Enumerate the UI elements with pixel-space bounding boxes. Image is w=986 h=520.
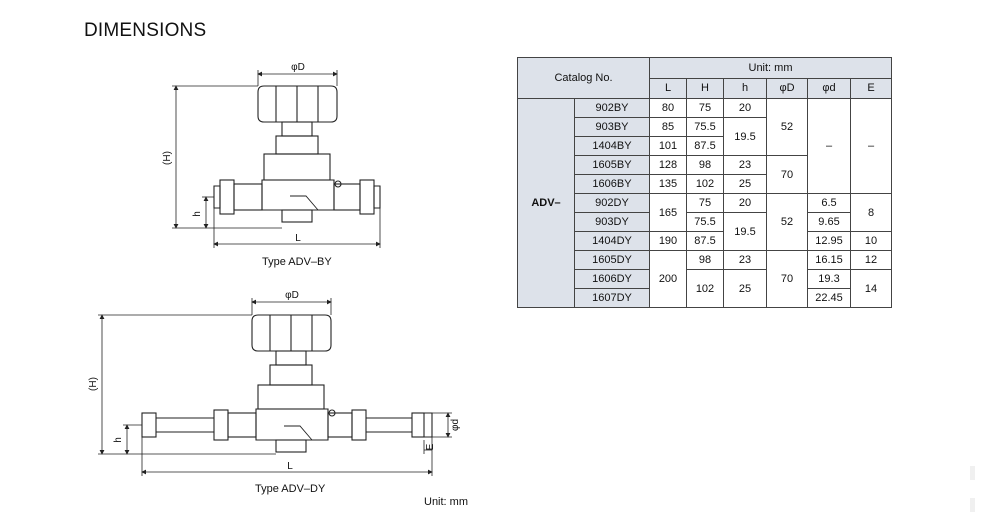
cell-H: 98 [686,155,724,175]
label-by-H: (H) [162,151,173,165]
caption-adv-by: Type ADV–BY [262,256,332,268]
valve-by [213,85,381,223]
cell-L: 101 [649,136,687,156]
col-header-L: L [649,77,687,99]
label-dy-D: φD [285,290,299,301]
unit-header: Unit: mm [649,57,892,79]
catalog-cell: 1605DY [574,250,650,270]
catalog-cell: 1404DY [574,231,650,251]
catalog-cell: 1606BY [574,174,650,194]
table-row: 903BY 85 75.5 19.5 [518,117,892,156]
catalog-cell: 902BY [574,98,650,118]
catalog-cell: 903DY [574,212,650,232]
label-by-D: φD [291,62,305,73]
cell-E: 10 [850,231,892,251]
cell-E: – [850,98,892,194]
cell-d: – [807,98,851,194]
label-dy-h: h [113,437,124,443]
cell-L: 190 [649,231,687,251]
catalog-cell: 1404BY [574,136,650,156]
cell-D: 70 [766,155,808,194]
table-row: 1404BY 101 87.5 [518,136,892,156]
group-label: ADV– [517,98,575,308]
cell-H: 87.5 [686,136,724,156]
cell-h: 25 [723,269,767,308]
label-by-h: h [192,211,203,217]
cell-D: 70 [766,250,808,308]
caption-adv-dy: Type ADV–DY [255,483,326,495]
cell-H: 87.5 [686,231,724,251]
cell-H: 75.5 [686,117,724,137]
label-dy-E: E [425,443,436,450]
cell-L: 165 [649,193,687,232]
dimensions-by [172,70,381,248]
cell-h: 23 [723,155,767,175]
col-header-D: φD [766,77,808,99]
label-dy-H: (H) [88,377,99,391]
cell-H: 75 [686,193,724,213]
cell-H: 98 [686,250,724,270]
cell-h: 19.5 [723,117,767,156]
cell-h: 23 [723,250,767,270]
cell-d: 19.3 [807,269,851,289]
edge-mark [970,466,975,480]
cell-L: 135 [649,174,687,194]
unit-note: Unit: mm [424,496,468,508]
page-title: DIMENSIONS [84,20,207,41]
col-header-h: h [723,77,767,99]
cell-h: 20 [723,193,767,213]
cell-E: 14 [850,269,892,308]
table-row: 1404DY 190 87.5 12.95 10 [518,231,892,251]
table-row: 902DY 165 75 20 52 6.5 8 [518,193,892,251]
cell-D: 52 [766,98,808,156]
cell-E: 8 [850,193,892,232]
cell-H: 75.5 [686,212,724,232]
catalog-cell: 902DY [574,193,650,213]
label-by-L: L [295,233,301,244]
cell-E: 12 [850,250,892,270]
cell-h: 19.5 [723,212,767,251]
catalog-header: Catalog No. [517,57,650,99]
table-row: 1605DY 200 98 23 70 16.15 12 [518,250,892,308]
table-row: ADV– 902BY 80 75 20 52 – – [517,98,892,308]
cell-d: 9.65 [807,212,851,232]
cell-H: 75 [686,98,724,118]
catalog-cell: 1607DY [574,288,650,308]
cell-d: 6.5 [807,193,851,213]
spec-table: Catalog No. Unit: mm L H h φD φd E ADV– … [517,57,892,308]
table-row: 1607DY 22.45 [518,288,892,308]
valve-dy [141,314,433,453]
cell-h: 25 [723,174,767,194]
catalog-cell: 1605BY [574,155,650,175]
cell-d: 12.95 [807,231,851,251]
label-dy-L: L [287,461,293,472]
cell-h: 20 [723,98,767,118]
table-row: 1605BY 128 98 23 70 [518,155,892,194]
cell-d: 22.45 [807,288,851,308]
table-row: 1606DY 102 25 19.3 14 [518,269,892,308]
label-dy-d: φd [450,419,461,431]
cell-L: 128 [649,155,687,175]
col-header-d: φd [807,77,851,99]
cell-H: 102 [686,174,724,194]
cell-D: 52 [766,193,808,251]
table-row: 903DY 75.5 19.5 9.65 [518,212,892,251]
edge-mark [970,498,975,512]
cell-L: 80 [649,98,687,118]
cell-d: 16.15 [807,250,851,270]
catalog-cell: 903BY [574,117,650,137]
col-header-H: H [686,77,724,99]
cell-H: 102 [686,269,724,308]
col-header-E: E [850,77,892,99]
dimensions-dy [98,298,452,476]
cell-L: 200 [649,250,687,308]
catalog-cell: 1606DY [574,269,650,289]
cell-L: 85 [649,117,687,137]
